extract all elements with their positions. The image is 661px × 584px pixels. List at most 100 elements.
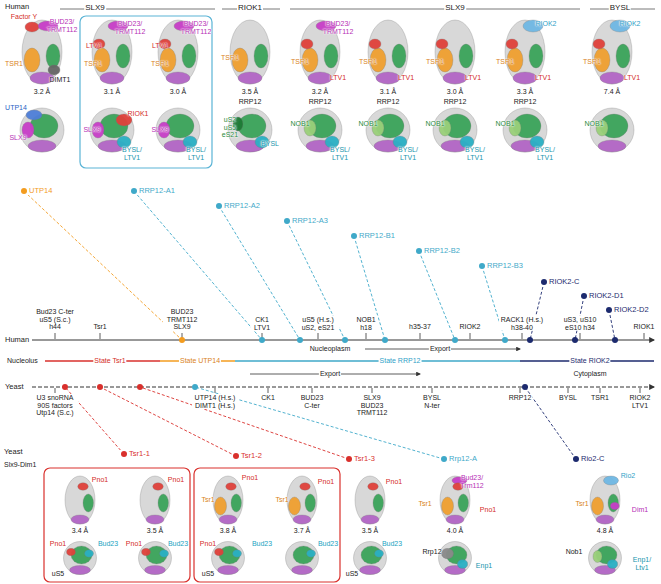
map-density xyxy=(142,548,151,556)
state-leader xyxy=(24,191,182,340)
label: 3.4 Å xyxy=(72,527,88,535)
label: Human xyxy=(4,336,30,344)
map-density xyxy=(589,542,622,575)
label: CK1 LTV1 xyxy=(251,316,273,331)
label: RIOK2 xyxy=(535,20,556,28)
label: TSR1 xyxy=(359,58,377,66)
map-density xyxy=(287,476,317,524)
cryo-em-map xyxy=(439,542,472,575)
map-density xyxy=(286,542,319,575)
label: Dim1 xyxy=(632,506,648,514)
state-leader xyxy=(134,191,262,340)
timeline-point xyxy=(179,337,185,343)
label: Bud23 C-ter uS5 (S.c.) h44 xyxy=(34,308,76,331)
map-density xyxy=(292,566,313,575)
label: 3.1 Å xyxy=(380,88,396,96)
cryo-em-map xyxy=(139,542,172,575)
cryo-em-map xyxy=(298,108,342,152)
label: State RIOK2 xyxy=(569,357,610,365)
map-density xyxy=(46,44,60,68)
state-marker: RIOK2-D2 xyxy=(605,306,650,314)
label: TSR1 xyxy=(426,58,444,66)
state-leader xyxy=(354,236,385,340)
label: Nob1 xyxy=(566,548,583,556)
map-density xyxy=(71,515,89,524)
label: RIOK2 xyxy=(458,323,481,331)
timeline-point xyxy=(259,337,265,343)
timeline-point xyxy=(62,384,68,390)
label: uS5 xyxy=(346,570,358,578)
label: h35-37 xyxy=(408,323,432,331)
map-density xyxy=(355,476,385,524)
label: Export xyxy=(319,370,341,378)
event-tick xyxy=(568,388,569,393)
label: 4.8 Å xyxy=(597,527,613,535)
label: 3.0 Å xyxy=(447,88,463,96)
label: Rio2 xyxy=(621,472,635,480)
map-density xyxy=(366,108,410,152)
label: Yeast xyxy=(4,448,23,456)
label: RIOK1 xyxy=(237,4,263,13)
label: Bud23 xyxy=(168,540,188,548)
map-density xyxy=(212,542,245,575)
map-density xyxy=(373,494,384,512)
label: 4.0 Å xyxy=(447,527,463,535)
label: BYSL/ LTV1 xyxy=(533,146,557,161)
map-density xyxy=(503,108,547,152)
label: BYSL/ LTV1 xyxy=(396,146,420,161)
label: uS3, uS10 eS10 h34 xyxy=(561,316,599,331)
cryo-em-map xyxy=(65,476,95,524)
state-dot xyxy=(21,188,27,194)
label: Bud23 xyxy=(382,540,402,548)
map-density xyxy=(226,483,237,491)
label: Human xyxy=(5,3,29,11)
event-tick xyxy=(520,388,521,393)
state-name: Tsr1-2 xyxy=(241,452,262,460)
label: TSR1 xyxy=(221,54,239,62)
map-density xyxy=(160,550,169,558)
label: Tsr1 xyxy=(92,323,107,331)
label: Pno1 xyxy=(318,478,334,486)
timeline-point xyxy=(342,337,348,343)
state-name: UTP14 xyxy=(29,187,52,195)
state-marker: Rio2-C xyxy=(572,455,605,463)
map-density xyxy=(158,494,169,512)
state-leader xyxy=(219,206,300,340)
map-density xyxy=(360,566,381,575)
label: BUD23 TRMT112 SLX9 xyxy=(163,308,201,331)
cryo-em-map xyxy=(589,542,622,575)
map-density xyxy=(233,550,242,558)
cryo-em-map xyxy=(287,476,317,524)
state-leader xyxy=(287,221,345,340)
event-tick xyxy=(372,388,373,393)
map-density xyxy=(146,515,164,524)
timeline-point xyxy=(527,337,533,343)
map-density xyxy=(442,497,454,515)
label: Tsr1 xyxy=(275,496,288,504)
label: Slx9-Dim1 xyxy=(4,461,36,469)
map-density xyxy=(293,515,311,524)
map-density xyxy=(354,542,387,575)
label: TSR1 xyxy=(583,58,601,66)
map-density xyxy=(459,44,473,68)
label: Pno1 xyxy=(168,476,184,484)
label: LTV1 xyxy=(465,74,481,82)
label: TSR1 xyxy=(496,58,514,66)
state-marker: RRP12-A1 xyxy=(130,187,176,195)
state-band xyxy=(235,360,520,362)
map-density xyxy=(439,542,472,575)
map-density xyxy=(324,44,338,68)
label: Enp1/ Ltv1 xyxy=(630,556,654,571)
header-bracket xyxy=(290,9,580,10)
map-density xyxy=(368,483,379,491)
timeline-point xyxy=(522,384,528,390)
map-density xyxy=(513,72,537,84)
label: 3.5 Å xyxy=(362,527,378,535)
label: Bud23 xyxy=(318,540,338,548)
map-density xyxy=(392,44,406,68)
state-leader xyxy=(140,387,349,459)
label: Cytoplasm xyxy=(572,370,607,378)
label: NOB1 xyxy=(290,120,309,128)
label: Tsr1 xyxy=(575,500,588,508)
